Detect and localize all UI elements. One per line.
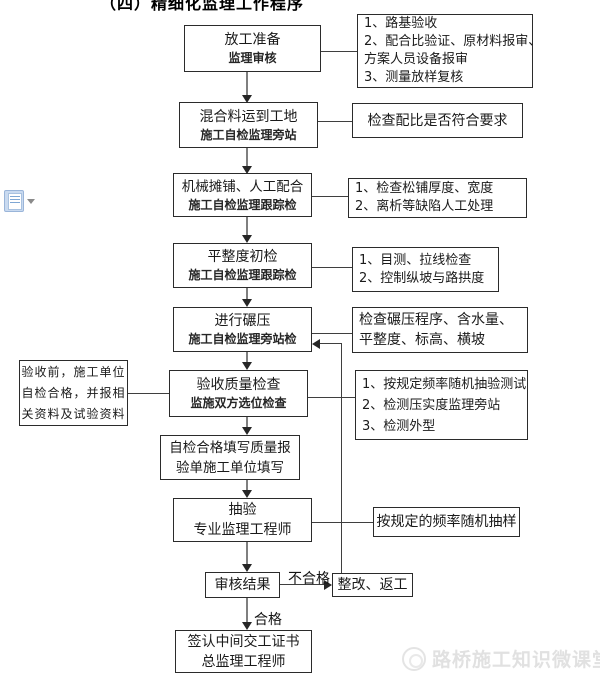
annotation-prepare-line3: 方案人员设备报审 (364, 52, 469, 67)
arrowhead-prepare-to-mix (242, 95, 252, 103)
watermark: 路桥施工知识微课堂 (402, 645, 600, 672)
flow-box-certificate-subtitle: 总监理工程师 (201, 653, 286, 670)
flow-box-acceptance-subtitle: 监施双方选位检查 (190, 396, 287, 410)
arrow-paving-to-flatness (246, 217, 248, 235)
pre-note-line1: 验收前，施工单位 (21, 364, 126, 379)
flow-box-rolling-title: 进行碾压 (214, 313, 271, 329)
flow-box-rolling: 进行碾压 施工自检监理旁站检 (173, 307, 312, 352)
pre-note-line2: 自检合格，并报相 (21, 385, 126, 400)
annotation-acceptance-line2: 2、检测压实度监理旁站 (362, 397, 501, 413)
connector-acceptance-annotation (308, 397, 355, 398)
arrow-spot-check-to-review (246, 542, 248, 564)
annotation-prepare-line1: 1、路基验收 (364, 16, 438, 31)
annotation-prepare-line2: 2、配合比验证、原材料报审、 (364, 34, 542, 49)
feedback-line-horizontal (320, 343, 342, 344)
annotation-mix: 检查配比是否符合要求 (352, 103, 523, 138)
annotation-acceptance-line3: 3、检测外型 (362, 418, 436, 434)
arrow-prepare-to-mix (246, 72, 248, 95)
dropdown-caret-icon[interactable] (27, 199, 35, 204)
flow-box-review-title: 审核结果 (214, 577, 271, 593)
annotation-prepare: 1、路基验收 2、配合比验证、原材料报审、 方案人员设备报审 3、测量放样复核 (357, 14, 542, 88)
flow-box-rework-title: 整改、返工 (337, 577, 408, 593)
flow-box-flatness-title: 平整度初检 (207, 249, 278, 265)
arrow-mix-to-paving (246, 148, 248, 166)
arrowhead-review-to-certificate (242, 622, 252, 630)
annotation-rolling-line2: 平整度、标高、横坡 (359, 332, 485, 348)
paste-options-icon[interactable] (4, 190, 24, 212)
flow-box-acceptance: 验收质量检查 监施双方选位检查 (169, 370, 308, 417)
flow-box-prepare-title: 放工准备 (224, 32, 281, 48)
arrow-review-to-certificate (246, 598, 248, 622)
annotation-prepare-line4: 3、测量放样复核 (364, 70, 464, 85)
arrowhead-acceptance-to-form (242, 427, 252, 435)
flow-box-spot-check-subtitle: 专业监理工程师 (193, 522, 292, 538)
flow-box-mix-arrival: 混合料运到工地 施工自检监理旁站 (179, 102, 318, 148)
arrow-rolling-to-acceptance (246, 352, 248, 362)
annotation-spot-check-line1: 按规定的频率随机抽样 (376, 514, 517, 530)
flow-box-quality-form: 自检合格填写质量报 验单施工单位填写 (160, 435, 300, 480)
flow-box-rolling-subtitle: 施工自检监理旁站检 (188, 332, 297, 346)
connector-mix-annotation (318, 121, 352, 122)
annotation-mix-line1: 检查配比是否符合要求 (367, 112, 508, 129)
annotation-flatness: 1、目测、拉线检查 2、控制纵坡与路拱度 (352, 247, 499, 292)
connector-prepare-annotation (321, 51, 357, 52)
arrow-acceptance-to-form (246, 417, 248, 427)
annotation-spot-check: 按规定的频率随机抽样 (373, 507, 520, 537)
annotation-acceptance: 1、按规定频率随机抽验测试 2、检测压实度监理旁站 3、检测外型 (355, 370, 528, 440)
flow-box-flatness-subtitle: 施工自检监理跟踪检 (188, 268, 297, 282)
arrowhead-flatness-to-rolling (242, 299, 252, 307)
annotation-flatness-line2: 2、控制纵坡与路拱度 (359, 270, 485, 286)
arrowhead-paving-to-flatness (242, 235, 252, 243)
flow-box-quality-form-title: 自检合格填写质量报 (169, 439, 291, 456)
flow-box-certificate-title: 签认中间交工证书 (187, 633, 300, 650)
connector-flatness-annotation (312, 267, 352, 268)
arrow-form-to-spot-check (246, 480, 248, 490)
flow-box-paving-subtitle: 施工自检监理跟踪检 (188, 197, 297, 212)
flow-box-flatness: 平整度初检 施工自检监理跟踪检 (173, 243, 312, 288)
edge-label-fail: 不合格 (288, 571, 330, 587)
annotation-flatness-line1: 1、目测、拉线检查 (359, 252, 472, 268)
flow-box-prepare: 放工准备 监理审核 (184, 25, 321, 72)
annotation-rolling: 检查碾压程序、含水量、 平整度、标高、横坡 (352, 307, 528, 353)
flow-box-spot-check: 抽验 专业监理工程师 (173, 498, 312, 542)
flow-box-acceptance-title: 验收质量检查 (196, 377, 281, 393)
flow-box-quality-form-line2: 验单施工单位填写 (176, 459, 284, 476)
arrowhead-spot-check-to-review (242, 564, 252, 572)
annotation-rolling-line1: 检查碾压程序、含水量、 (359, 312, 513, 328)
arrowhead-review-to-rework (324, 580, 332, 590)
flow-box-prepare-subtitle: 监理审核 (228, 51, 277, 65)
flow-box-paving: 机械摊铺、人工配合 施工自检监理跟踪检 (173, 173, 312, 217)
flow-box-pre-acceptance-note: 验收前，施工单位 自检合格，并报相 关资料及试验资料 (19, 360, 128, 426)
arrowhead-rolling-to-acceptance (242, 362, 252, 370)
page-title: （四）精细化监理工作程序 (100, 0, 305, 13)
flow-box-mix-arrival-subtitle: 施工自检监理旁站 (200, 127, 297, 142)
annotation-paving-line2: 2、离析等缺陷人工处理 (355, 199, 494, 214)
annotation-acceptance-line1: 1、按规定频率随机抽验测试 (362, 376, 527, 392)
flow-box-mix-arrival-title: 混合料运到工地 (199, 108, 298, 125)
document-page-glyph (8, 193, 22, 210)
annotation-paving: 1、检查松铺厚度、宽度 2、离析等缺陷人工处理 (348, 178, 527, 218)
flow-box-review: 审核结果 (205, 572, 280, 598)
arrowhead-feedback-to-rolling (312, 339, 320, 349)
connector-paving-annotation (312, 196, 348, 197)
arrowhead-form-to-spot-check (242, 490, 252, 498)
arrowhead-mix-to-paving (242, 166, 252, 174)
flow-box-rework: 整改、返工 (332, 573, 413, 597)
pre-note-line3: 关资料及试验资料 (21, 406, 126, 421)
flow-box-certificate: 签认中间交工证书 总监理工程师 (175, 630, 312, 673)
connector-spot-check-annotation (312, 522, 373, 523)
arrow-review-to-rework (280, 584, 324, 585)
watermark-text: 路桥施工知识微课堂 (432, 649, 600, 671)
connector-note-to-acceptance (128, 393, 169, 394)
feedback-line-vertical (341, 343, 342, 573)
flow-box-paving-title: 机械摊铺、人工配合 (181, 178, 304, 195)
flow-box-spot-check-title: 抽验 (228, 502, 257, 518)
arrow-flatness-to-rolling (246, 288, 248, 299)
edge-label-pass: 合格 (254, 612, 282, 628)
watermark-logo-icon (402, 646, 426, 671)
annotation-paving-line1: 1、检查松铺厚度、宽度 (355, 181, 494, 196)
connector-rolling-annotation (312, 333, 352, 334)
